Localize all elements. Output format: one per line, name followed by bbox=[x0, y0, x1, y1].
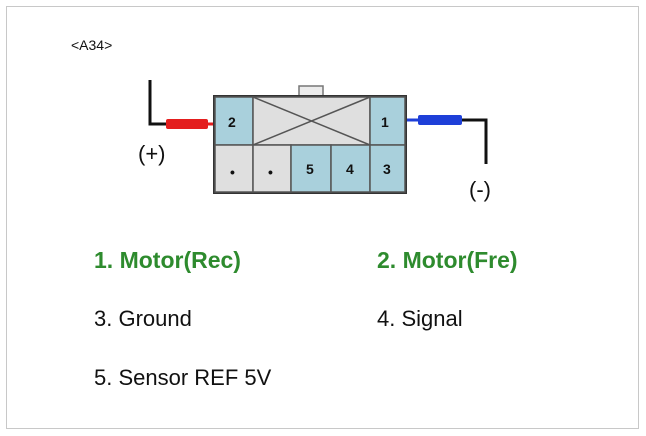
pin-5-description: 5. Sensor REF 5V bbox=[94, 365, 272, 390]
pin-dot-b: • bbox=[268, 164, 273, 180]
pin-dot-a: • bbox=[230, 164, 235, 180]
pin-1-description: 1. Motor(Rec) bbox=[94, 247, 241, 273]
pin-cell-4 bbox=[330, 144, 371, 193]
pin-number-3: 3 bbox=[383, 161, 391, 177]
pin-number-4: 4 bbox=[346, 161, 354, 177]
positive-wire bbox=[166, 119, 208, 129]
negative-label: (-) bbox=[469, 177, 491, 202]
blank-cross-b bbox=[252, 96, 371, 146]
pin-cell-1 bbox=[369, 96, 406, 146]
connector-id: <A34> bbox=[71, 37, 113, 53]
pin-cell-3 bbox=[369, 144, 406, 193]
pin-4-description: 4. Signal bbox=[377, 306, 463, 331]
pin-number-5: 5 bbox=[306, 161, 314, 177]
pin-2-description: 2. Motor(Fre) bbox=[377, 247, 518, 273]
pin-number-1: 1 bbox=[381, 114, 389, 130]
right-lead-wire bbox=[462, 118, 488, 164]
pin-cell-5 bbox=[290, 144, 332, 193]
pin-number-2: 2 bbox=[228, 114, 236, 130]
pin-3-description: 3. Ground bbox=[94, 306, 192, 331]
negative-wire bbox=[418, 115, 462, 125]
left-lead-wire bbox=[148, 80, 166, 126]
positive-label: (+) bbox=[138, 141, 166, 166]
diagram-frame bbox=[6, 6, 639, 429]
